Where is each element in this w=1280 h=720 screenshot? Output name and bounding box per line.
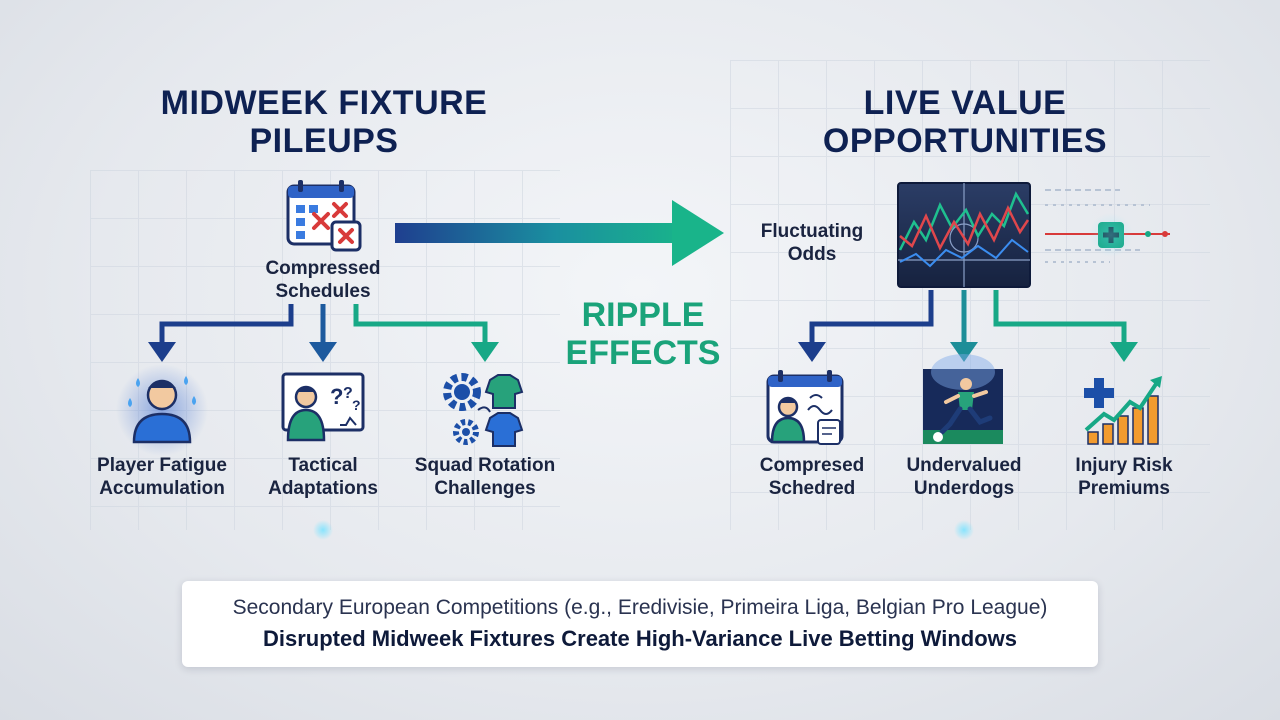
arrowhead-compresed xyxy=(798,342,826,362)
kicking-player-icon xyxy=(923,354,1003,444)
footer-headline: Disrupted Midweek Fixtures Create High-V… xyxy=(262,626,1018,651)
calendar-icon xyxy=(286,180,362,252)
arrowhead-rotation xyxy=(471,342,499,362)
compressed-schedules-label: Compressed Schedules xyxy=(265,258,381,302)
rising-bars-icon xyxy=(1084,376,1162,445)
squad-rotation-label: Squad Rotation Challenges xyxy=(414,455,556,499)
arrowhead-underdogs xyxy=(950,342,978,362)
right-tree-connectors xyxy=(809,290,1127,346)
arrowhead-tactical xyxy=(309,342,337,362)
tired-player-icon xyxy=(116,364,208,456)
glow-dot-right xyxy=(954,520,974,540)
svg-text:?: ? xyxy=(343,385,353,402)
arrowhead-injury xyxy=(1110,342,1138,362)
coach-whiteboard-icon: ? ? ? xyxy=(281,372,365,442)
compresed-schedred-label: Compresed Schedred xyxy=(759,455,865,499)
calendar-coach-icon xyxy=(766,370,844,445)
footer-subtitle: Secondary European Competitions (e.g., E… xyxy=(232,596,1048,619)
svg-text:?: ? xyxy=(352,397,361,413)
fluctuating-odds-label: Fluctuating Odds xyxy=(760,221,864,265)
glow-dot-left xyxy=(313,520,333,540)
right-panel-title: LIVE VALUE OPPORTUNITIES xyxy=(822,84,1108,160)
data-stream-decoration xyxy=(1045,189,1170,263)
undervalued-underdogs-label: Undervalued Underdogs xyxy=(906,455,1022,499)
arrowhead-fatigue xyxy=(148,342,176,362)
odds-chart-icon xyxy=(897,182,1031,288)
left-tree-connectors xyxy=(159,304,488,346)
gears-jerseys-icon xyxy=(443,373,524,447)
svg-text:?: ? xyxy=(330,384,343,409)
tactical-adaptations-label: Tactical Adaptations xyxy=(268,455,378,499)
ripple-effects-label: RIPPLE EFFECTS xyxy=(565,296,721,372)
arrow-right-icon xyxy=(395,200,724,266)
player-fatigue-label: Player Fatigue Accumulation xyxy=(97,455,227,499)
injury-risk-premiums-label: Injury Risk Premiums xyxy=(1075,455,1173,499)
footer-caption-box: Secondary European Competitions (e.g., E… xyxy=(182,581,1098,667)
left-panel-title: MIDWEEK FIXTURE PILEUPS xyxy=(160,84,488,160)
